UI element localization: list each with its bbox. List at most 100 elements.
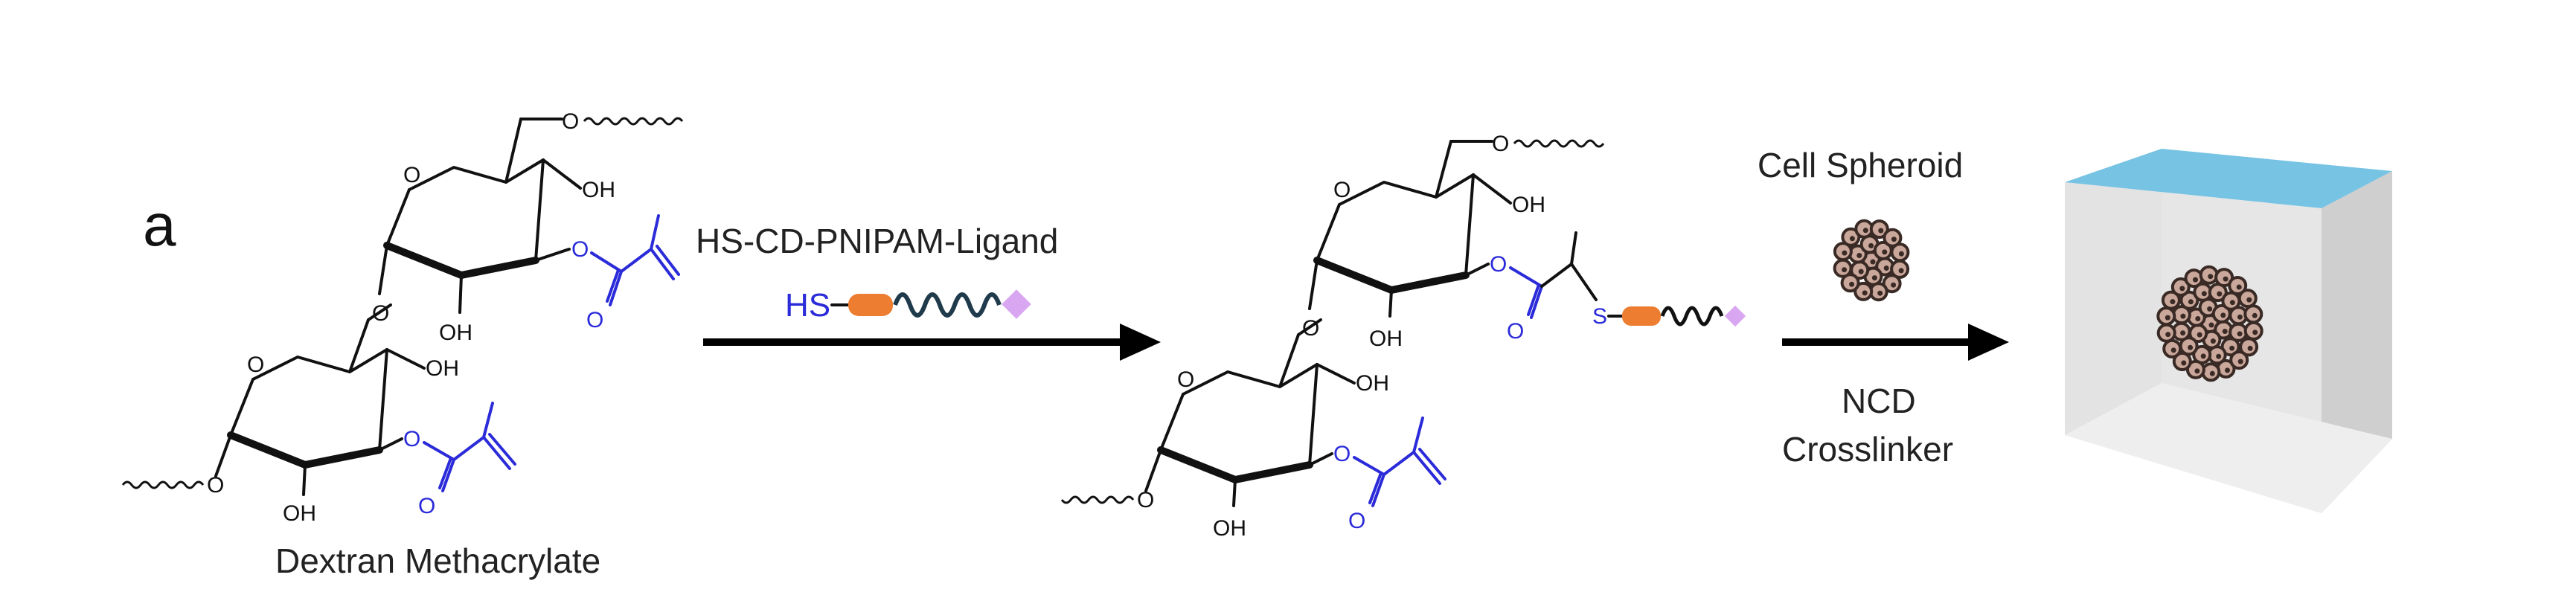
cell-nucleus xyxy=(2180,330,2186,336)
cell-nucleus xyxy=(2207,306,2213,312)
cell-nucleus xyxy=(1849,281,1855,287)
polymer-continuation-icon xyxy=(583,117,684,126)
reagent-thiol-label: HS xyxy=(785,287,830,324)
crosslinker-line-1: NCD xyxy=(1842,382,1916,420)
embedded-spheroid-icon xyxy=(2156,265,2263,382)
pnipam-chain-icon xyxy=(1660,306,1724,327)
cell-nucleus xyxy=(1868,242,1874,248)
ring-oxygen: O xyxy=(403,163,420,187)
ligand-diamond-icon xyxy=(1724,305,1746,327)
cell-nucleus xyxy=(2165,332,2171,338)
ester-oxygen: O xyxy=(571,237,589,262)
cell-nucleus xyxy=(1877,290,1883,296)
cell-nucleus xyxy=(1898,268,1904,274)
cell-nucleus xyxy=(1878,228,1884,234)
functionalized-dextran-structure: O O OH OH O O S O xyxy=(1060,132,1746,541)
reagent-label: HS-CD-PNIPAM-Ligand xyxy=(696,222,1058,260)
cell-nucleus xyxy=(2209,370,2215,376)
terminal-oxygen: O xyxy=(1137,488,1154,512)
cell-nucleus xyxy=(2217,291,2223,297)
cell-nucleus xyxy=(2188,344,2194,350)
peptide-block xyxy=(848,294,893,316)
cell-nucleus xyxy=(2237,358,2243,364)
cell-nucleus xyxy=(2225,367,2230,373)
cell-nucleus xyxy=(2237,314,2243,320)
ether-oxygen: O xyxy=(562,109,579,134)
hydroxyl-c4: OH xyxy=(1512,193,1545,217)
cell-spheroid-icon xyxy=(1833,219,1910,302)
cell-nucleus xyxy=(1856,253,1862,258)
cell-nucleus xyxy=(2208,274,2214,280)
cell-nucleus xyxy=(2165,315,2170,321)
cell-nucleus xyxy=(1862,228,1868,234)
cell-nucleus xyxy=(2252,312,2258,318)
hydroxyl-lower-c2: OH xyxy=(1213,516,1246,541)
cell-nucleus xyxy=(2194,368,2200,374)
panel-label: a xyxy=(143,192,176,258)
cell-nucleus xyxy=(2216,353,2222,359)
cell-nucleus xyxy=(2246,297,2252,303)
cell-nucleus xyxy=(2229,300,2235,306)
cell-nucleus xyxy=(2170,347,2176,353)
cell-nucleus xyxy=(2210,338,2216,344)
cell-nucleus xyxy=(2223,276,2229,282)
cell-nucleus xyxy=(2220,312,2226,318)
dextran-methacrylate-structure: O O OH OH O O O xyxy=(121,109,684,526)
ester-oxygen: O xyxy=(1490,252,1507,277)
cell-nucleus xyxy=(1883,266,1889,271)
carbonyl-oxygen: O xyxy=(1507,319,1524,344)
cell-nucleus xyxy=(2195,316,2201,321)
thioether-sulfur: S xyxy=(1592,304,1607,329)
ester-oxygen-lower: O xyxy=(403,427,420,451)
polymer-continuation-icon xyxy=(1513,139,1605,148)
carbonyl-oxygen-lower: O xyxy=(1348,509,1365,533)
reaction-arrow-2 xyxy=(1782,324,2009,361)
cell-nucleus xyxy=(1842,267,1848,273)
cell-nucleus xyxy=(2201,291,2207,297)
cell-nucleus xyxy=(2229,345,2235,351)
hydroxyl-c2: OH xyxy=(439,321,472,345)
cell-nucleus xyxy=(2222,329,2228,334)
ligand-diamond-icon xyxy=(1002,289,1031,319)
cell-nucleus xyxy=(1891,237,1897,242)
reactant-label: Dextran Methacrylate xyxy=(275,541,600,580)
polymer-continuation-icon xyxy=(121,480,205,489)
glycosidic-oxygen: O xyxy=(372,301,389,326)
ester-oxygen-lower: O xyxy=(1333,442,1351,466)
cell-nucleus xyxy=(1870,259,1876,265)
polymer-continuation-icon xyxy=(1060,495,1135,504)
hydroxyl-lower-c4: OH xyxy=(1356,371,1389,396)
cell-nucleus xyxy=(2179,286,2185,292)
ring-oxygen-lower: O xyxy=(247,353,264,377)
cell-nucleus xyxy=(2188,299,2194,305)
cell-nucleus xyxy=(1849,236,1855,242)
hydroxyl-lower-c4: OH xyxy=(426,356,459,381)
pnipam-chain-icon xyxy=(893,292,1002,318)
cell-nucleus xyxy=(1891,282,1897,288)
cube-bottom-face xyxy=(2065,383,2392,513)
cell-nucleus xyxy=(2193,277,2198,283)
glycosidic-oxygen: O xyxy=(1302,316,1319,341)
hydrogel-cube-icon xyxy=(2065,149,2392,513)
cube-top-face xyxy=(2065,149,2392,208)
ether-oxygen: O xyxy=(1492,132,1509,156)
spheroid-label: Cell Spheroid xyxy=(1758,146,1963,184)
ring-oxygen-lower: O xyxy=(1177,367,1194,392)
reaction-arrow-1 xyxy=(703,324,1161,361)
hydroxyl-lower-c2: OH xyxy=(283,501,316,526)
hydroxyl-c4: OH xyxy=(582,178,615,202)
hydroxyl-c2: OH xyxy=(1369,327,1403,351)
cell-nucleus xyxy=(2237,331,2243,337)
cell-nucleus xyxy=(2252,329,2258,335)
ring-oxygen: O xyxy=(1333,178,1351,202)
cell-nucleus xyxy=(1882,249,1888,255)
cell-nucleus xyxy=(2236,284,2242,290)
carbonyl-oxygen-lower: O xyxy=(418,494,435,518)
cell-nucleus xyxy=(2208,322,2214,328)
cell-nucleus xyxy=(2197,332,2202,338)
cell-nucleus xyxy=(1858,268,1864,274)
cell-nucleus xyxy=(2180,313,2186,319)
cell-nucleus xyxy=(1871,275,1877,281)
cell-nucleus xyxy=(2181,360,2187,366)
